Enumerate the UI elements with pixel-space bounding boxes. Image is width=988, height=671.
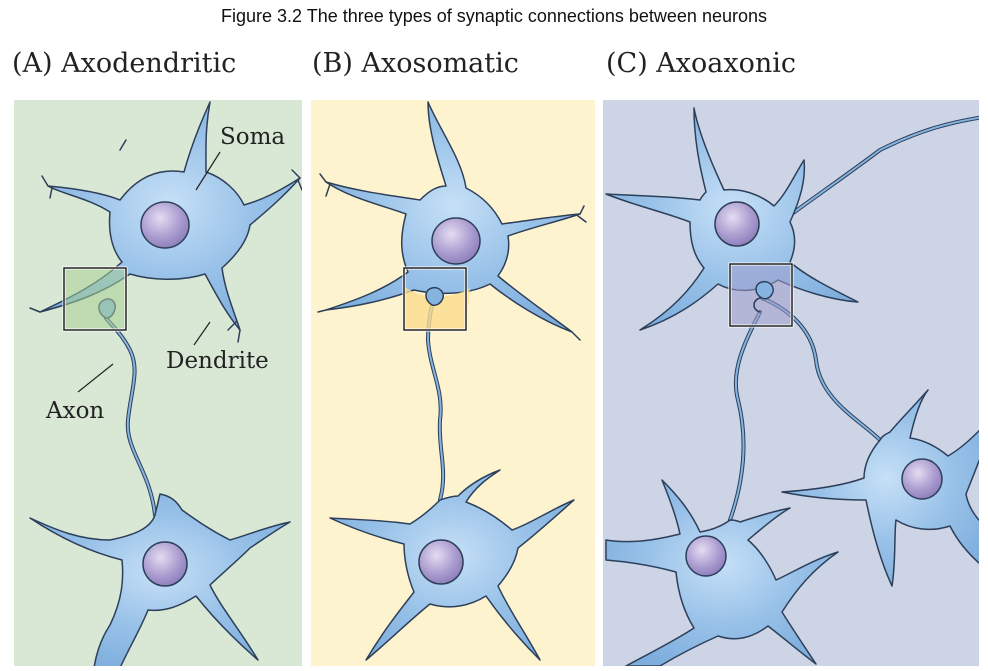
axon-label: Axon: [45, 398, 104, 424]
nucleus-c-lower: [685, 535, 727, 577]
nucleus-a-upper: [140, 201, 190, 249]
soma-label: Soma: [220, 124, 285, 150]
nucleus-b-lower: [418, 539, 464, 585]
axon-leader-line: [77, 363, 114, 393]
nucleus-c-right: [901, 458, 943, 500]
neuron-c-right: [781, 389, 979, 587]
nucleus-b-upper: [431, 217, 481, 265]
panel-b-title: (B) Axosomatic: [312, 48, 519, 79]
nucleus-a-lower: [142, 541, 188, 587]
panel-c-title: (C) Axoaxonic: [606, 48, 797, 79]
dendrite-label: Dendrite: [166, 348, 269, 374]
soma-leader-line: [195, 151, 221, 191]
dendrite-leader-line: [193, 321, 211, 346]
panel-a-title: (A) Axodendritic: [12, 48, 237, 79]
nucleus-c-upper: [714, 201, 760, 247]
neuron-c-lower: [605, 479, 839, 666]
neuron-b-upper: [325, 101, 581, 333]
figure-title: Figure 3.2 The three types of synaptic c…: [220, 6, 767, 26]
